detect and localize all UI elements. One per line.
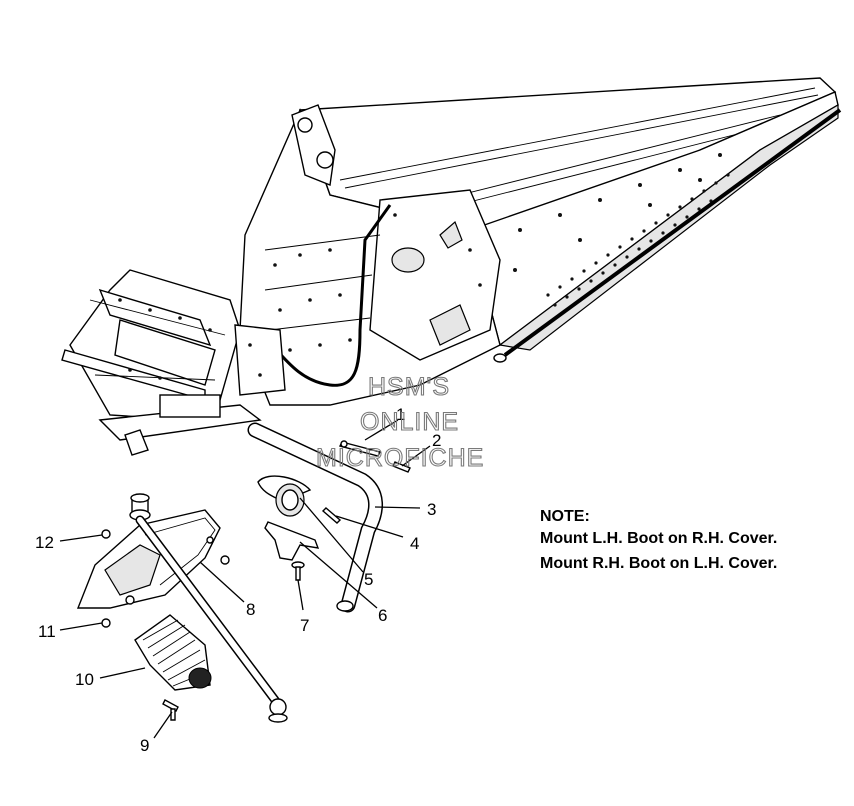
note-block: NOTE: Mount L.H. Boot on R.H. Cover. Mou… xyxy=(540,508,777,572)
callout-6: 6 xyxy=(378,606,387,625)
watermark-line-2: ONLINE xyxy=(360,408,459,436)
frame-rivets xyxy=(118,298,262,380)
running-board-perforations xyxy=(546,173,730,307)
tunnel-rivets xyxy=(513,153,722,272)
callout-5: 5 xyxy=(364,570,373,589)
callout-2: 2 xyxy=(432,431,441,450)
callout-10: 10 xyxy=(75,670,94,689)
note-line-1: Mount L.H. Boot on R.H. Cover. xyxy=(540,530,777,547)
callout-4: 4 xyxy=(410,534,419,553)
watermark-line-1: HSM'S xyxy=(368,373,450,401)
bulkhead-rivets xyxy=(273,213,482,352)
exploded-parts xyxy=(76,422,411,723)
watermark-line-3: MICROFICHE xyxy=(316,444,484,472)
callout-11: 11 xyxy=(38,622,56,641)
callout-3: 3 xyxy=(427,500,436,519)
callout-9: 9 xyxy=(140,736,149,755)
note-heading: NOTE: xyxy=(540,508,590,525)
callout-7: 7 xyxy=(300,616,309,635)
note-line-2: Mount R.H. Boot on L.H. Cover. xyxy=(540,555,777,572)
callout-8: 8 xyxy=(246,600,255,619)
callout-labels: 1 2 3 4 5 6 7 8 9 10 11 12 xyxy=(35,405,441,755)
callout-1: 1 xyxy=(396,405,405,424)
leader-lines xyxy=(59,419,431,739)
watermark: HSM'S ONLINE MICROFICHE xyxy=(315,372,484,472)
callout-12: 12 xyxy=(35,533,54,552)
chassis-assembly xyxy=(61,77,842,456)
